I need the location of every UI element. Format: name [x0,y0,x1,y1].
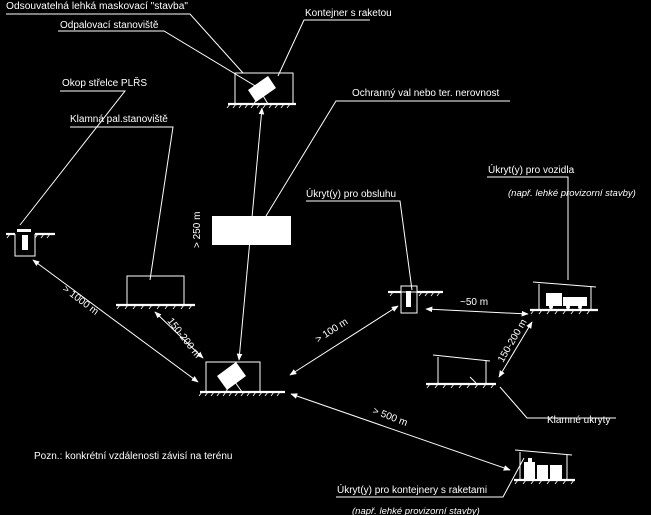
distance-label-500: > 500 m [371,406,409,429]
arrow-150-200-right [498,321,533,378]
label-kontejner: Kontejner s raketou [305,8,392,19]
distance-arrows [32,107,533,471]
decoy-shelter [426,354,496,389]
arrow-1000 [32,259,199,383]
top-launch-position [226,72,296,109]
label-klamne-ukryty: Klamné ukryty [547,415,610,426]
arrow-100 [289,305,399,376]
arrow-500 [290,393,511,471]
crew-shelter [388,285,443,314]
distance-label-250: > 250 m [192,212,203,248]
note-pozn: Pozn.: konkrétní vzdálenosti závisí na t… [34,451,232,462]
top-rocket-container [248,76,276,105]
distance-label-150-200-right: 150-200 m [496,318,529,365]
label-ukryt-obsluha: Úkryt(y) pro obsluhu [306,187,396,200]
label-ukryt-vozidla: Úkryt(y) pro vozidla [488,163,575,176]
label-odsouvatelna: Odsouvatelná lehká maskovací "stavba" [6,1,188,12]
distance-label-150-200-left: 150-200 m [165,316,203,360]
main-rocket-container [217,362,246,393]
distance-label-100: > 100 m [314,316,351,345]
main-launch-position [198,361,285,397]
distance-labels: > 250 m > 1000 m 150-200 m > 100 m ~50 m… [60,212,529,429]
vehicle-shelter [530,281,598,315]
label-val: Ochranný val nebo ter. nerovnost [352,88,500,99]
arrow-50 [425,306,529,317]
main-ground-hatch [198,391,281,397]
label-klamna-pal: Klamná pal.stanoviště [70,114,168,125]
distance-label-50: ~50 m [460,297,488,308]
label-ukryt-kontejnery: Úkryt(y) pro kontejnery s raketami [337,483,487,496]
arrow-150-200-left [154,311,204,359]
label-ukryt-kontejnery-note: (např. lehké provizorní stavby) [352,506,480,515]
arrow-250 [236,107,265,361]
decoy-launch-position [116,275,195,310]
distance-label-1000: > 1000 m [60,284,100,318]
shooter-trench [6,229,55,257]
labels: Odsouvatelná lehká maskovací "stavba" Od… [6,1,636,515]
label-ukryt-vozidla-note: (např. lehké provizorní stavby) [508,188,636,199]
container-shelter [514,449,575,485]
label-okop: Okop střelce PLŘS [62,76,147,89]
label-odpalovaci: Odpalovací stanoviště [60,20,159,31]
